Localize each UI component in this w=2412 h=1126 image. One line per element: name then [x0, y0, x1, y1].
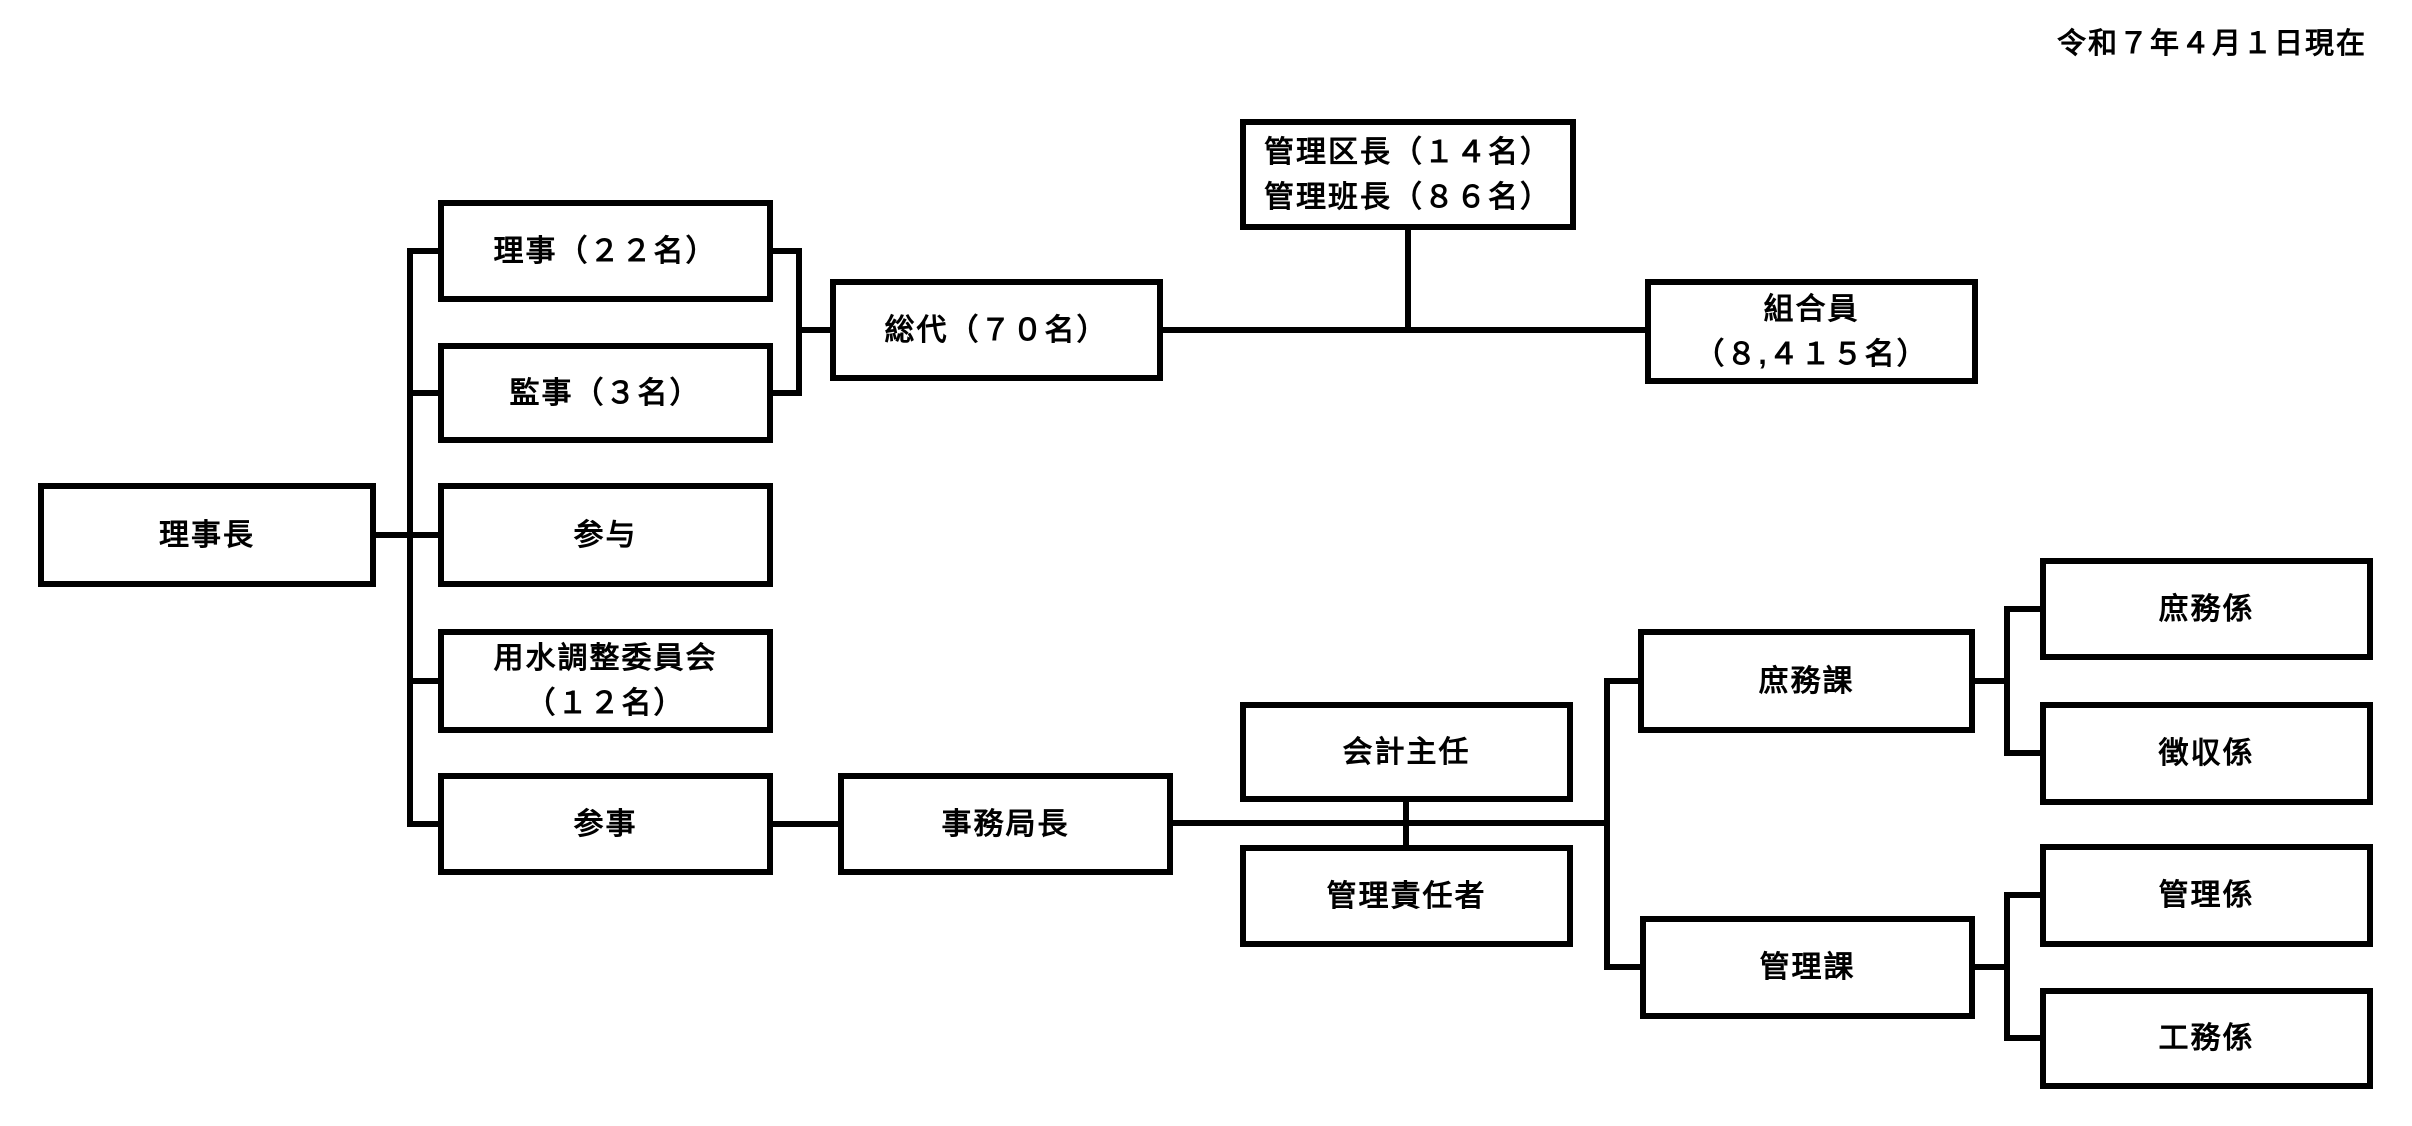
org-node-sanji: 参事 [438, 773, 773, 875]
org-node-label: 監事（３名） [509, 376, 702, 410]
connector-line [407, 678, 441, 684]
org-node-label: 理事長 [159, 518, 255, 552]
org-node-kaikei-shunin: 会計主任 [1240, 702, 1573, 802]
connector-line [1972, 964, 2010, 970]
org-node-label: 庶務係 [2158, 592, 2255, 626]
connector-line [2004, 750, 2043, 756]
org-node-label: 庶務課 [1758, 664, 1855, 698]
connector-line [1405, 227, 1411, 333]
connector-line [770, 390, 802, 396]
connector-line [2004, 892, 2010, 1041]
connector-line [1972, 678, 2010, 684]
connector-line [1170, 820, 1610, 826]
org-node-kanri-kucho: 管理区長（１４名） 管理班長（８６名） [1240, 119, 1576, 230]
connector-line [1160, 327, 1648, 333]
org-node-label: 用水調整委員会 [493, 642, 718, 675]
connector-line [1604, 678, 1641, 684]
org-node-label: 理事（２２名） [493, 234, 718, 268]
org-node-rijicho: 理事長 [38, 483, 376, 587]
connector-line [407, 248, 441, 254]
org-node-label: 管理班長（８６名） [1264, 180, 1552, 214]
org-node-riji: 理事（２２名） [438, 200, 773, 302]
org-node-yosui-chosei: 用水調整委員会 （１２名） [438, 629, 773, 733]
org-node-label: 管理課 [1759, 951, 1856, 984]
org-node-label: 会計主任 [1342, 735, 1471, 769]
org-node-kanji: 監事（３名） [438, 343, 773, 443]
connector-line [770, 248, 802, 254]
connector-line [796, 248, 802, 396]
connector-line [1604, 678, 1610, 970]
connector-line [796, 327, 833, 333]
org-node-label: 工務係 [2158, 1022, 2255, 1055]
org-node-label: （８,４１５名） [1694, 337, 1929, 371]
org-node-label: 徴収係 [2158, 737, 2255, 770]
org-node-label: 管理責任者 [1326, 879, 1487, 913]
org-node-sodai: 総代（７０名） [830, 279, 1163, 381]
org-node-kanri-ka: 管理課 [1640, 916, 1975, 1019]
connector-line [2004, 606, 2010, 756]
connector-line [2004, 1035, 2043, 1041]
org-node-sanyo: 参与 [438, 483, 773, 587]
org-node-kumiaiin: 組合員 （８,４１５名） [1645, 279, 1978, 384]
org-node-jimukyokucho: 事務局長 [838, 773, 1173, 875]
connector-line [1604, 964, 1643, 970]
as-of-date-label: 令和７年４月１日現在 [2056, 28, 2367, 60]
org-node-label: 組合員 [1763, 292, 1860, 326]
connector-line [2004, 892, 2043, 898]
connector-line [770, 821, 841, 827]
org-node-label: 管理区長（１４名） [1264, 135, 1552, 169]
org-node-choshu-gakari: 徴収係 [2040, 702, 2373, 805]
org-node-label: （１２名） [525, 687, 686, 720]
org-node-label: 参事 [573, 807, 638, 841]
connector-line [373, 532, 441, 538]
connector-line [407, 390, 441, 396]
connector-line [2004, 606, 2043, 612]
org-node-shomu-gakari: 庶務係 [2040, 558, 2373, 660]
org-node-kanri-gakari: 管理係 [2040, 844, 2373, 947]
org-node-shomu-ka: 庶務課 [1638, 629, 1975, 733]
connector-line [407, 821, 441, 827]
connector-line [1403, 799, 1409, 848]
org-node-komu-gakari: 工務係 [2040, 988, 2373, 1089]
org-node-label: 総代（７０名） [884, 313, 1109, 347]
org-node-kanri-sekininsha: 管理責任者 [1240, 845, 1573, 947]
org-node-label: 事務局長 [941, 807, 1070, 841]
org-node-label: 参与 [573, 518, 638, 552]
org-node-label: 管理係 [2158, 879, 2255, 912]
